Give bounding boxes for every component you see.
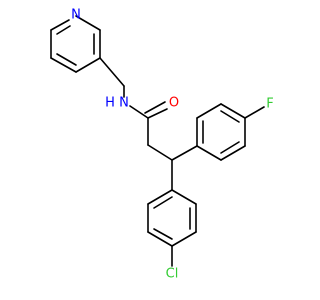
molecule-structure: N N H O F Cl (50, 8, 274, 282)
linker-chain (99, 57, 173, 161)
bond (50, 19, 70, 31)
pyridine-ring (50, 15, 101, 73)
amide-nitrogen-label: N (119, 96, 129, 111)
bond (196, 103, 222, 119)
bond (147, 231, 173, 247)
bond (99, 57, 125, 87)
bond (147, 108, 168, 119)
bond (153, 196, 173, 209)
fluorine-label: F (266, 97, 273, 112)
bond (56, 25, 71, 35)
fluorophenyl-ring (171, 103, 265, 161)
bond (147, 144, 173, 161)
pyridine-nitrogen-label: N (71, 8, 81, 23)
bond (220, 145, 246, 161)
atom-labels: N N H O F Cl (71, 8, 274, 282)
bond (75, 57, 101, 73)
bond (220, 141, 240, 154)
bond (147, 189, 173, 205)
bond (244, 106, 265, 119)
bond (171, 189, 197, 205)
chlorophenyl-ring (147, 189, 197, 267)
carbonyl-oxygen-label: O (169, 96, 179, 111)
bond (129, 105, 149, 119)
bond (220, 103, 246, 119)
bond (171, 145, 198, 161)
bond (153, 228, 173, 240)
bond (50, 57, 77, 73)
chlorine-label: Cl (166, 267, 179, 282)
amide-hydrogen-label: H (105, 96, 115, 111)
bond (75, 15, 101, 31)
bond (144, 101, 166, 114)
bond (220, 110, 240, 123)
bond (56, 53, 77, 66)
bond (196, 145, 222, 161)
bond (171, 231, 197, 247)
